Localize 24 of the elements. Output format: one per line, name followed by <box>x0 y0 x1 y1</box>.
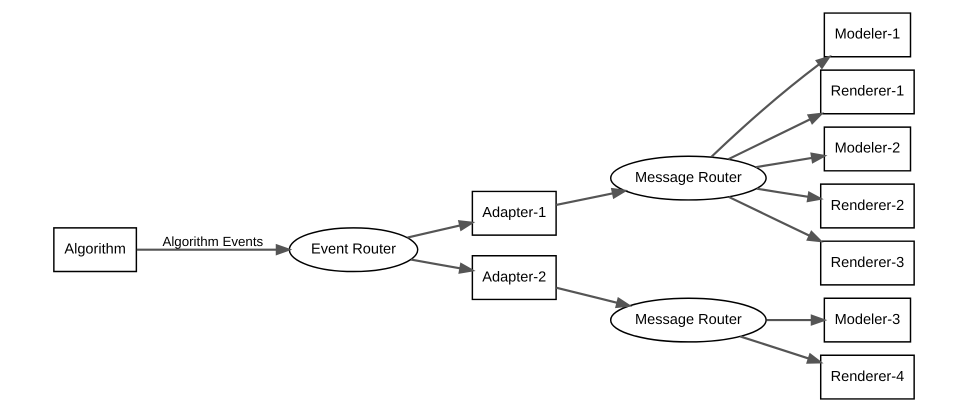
arrow <box>556 286 632 308</box>
arrow <box>710 54 832 158</box>
arrow <box>728 112 824 160</box>
node-box: Adapter-1 <box>472 190 557 236</box>
arrow <box>756 188 824 202</box>
edge-label: Algorithm Events <box>162 234 264 249</box>
node-box: Renderer-4 <box>820 354 915 400</box>
node-box: Algorithm <box>53 227 138 272</box>
node-box: Renderer-3 <box>820 240 915 286</box>
node-box: Modeler-2 <box>824 126 912 172</box>
arrow <box>410 258 476 274</box>
node-box: Renderer-1 <box>820 69 915 114</box>
node-box: Renderer-2 <box>820 183 915 229</box>
node-box: Modeler-1 <box>824 12 912 58</box>
arrow <box>136 244 292 256</box>
arrow <box>728 196 824 243</box>
arrow <box>740 335 824 364</box>
node-box: Modeler-3 <box>824 298 912 343</box>
arrow <box>407 220 476 239</box>
arrow <box>766 314 828 326</box>
arrow <box>556 188 628 206</box>
node-ellipse: Event Router <box>288 227 418 272</box>
arrow <box>756 152 828 168</box>
node-box: Adapter-2 <box>472 255 557 300</box>
